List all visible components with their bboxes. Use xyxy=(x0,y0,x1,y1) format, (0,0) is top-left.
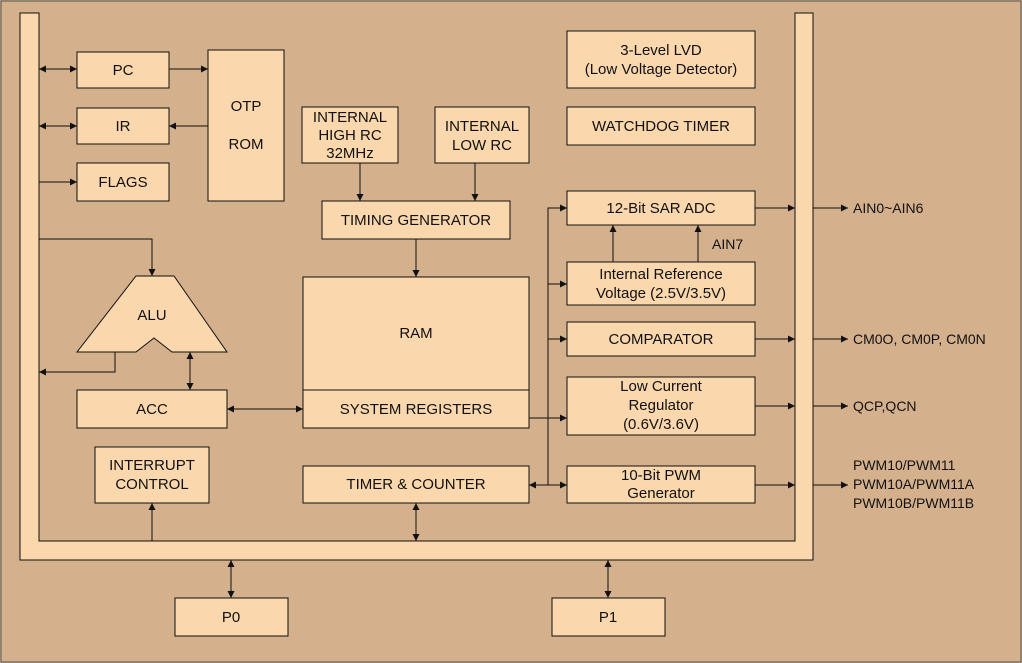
interrupt-line1: INTERRUPT xyxy=(109,457,195,474)
alu-bus-arrow xyxy=(39,352,116,376)
ain0-ain6-label: AIN0~AIN6 xyxy=(853,200,924,216)
internal-bus xyxy=(19,12,814,561)
interrupt-control-block xyxy=(94,446,210,504)
otp-label: OTP xyxy=(231,98,262,115)
watchdog-label: WATCHDOG TIMER xyxy=(592,118,730,135)
acc-label: ACC xyxy=(136,401,168,418)
ir-label: IR xyxy=(116,118,131,135)
timing-generator-block xyxy=(321,200,511,240)
regulator-block xyxy=(566,376,756,436)
otp-rom-block xyxy=(207,49,285,202)
internal-high-rc-block xyxy=(301,106,399,164)
ram-block xyxy=(302,276,530,391)
regulator-line1: Low Current xyxy=(620,378,703,395)
sysreg-adc-arrow xyxy=(529,204,567,419)
high-rc-line2: HIGH RC xyxy=(318,127,382,144)
bus-alu-arrow xyxy=(39,238,156,276)
p0-block xyxy=(174,597,289,637)
pc-block xyxy=(76,51,170,89)
adc-block xyxy=(566,190,756,226)
p0-label: P0 xyxy=(222,609,240,626)
lvd-line2: (Low Voltage Detector) xyxy=(585,61,738,78)
comparator-block xyxy=(566,321,756,357)
alu-label: ALU xyxy=(137,307,166,324)
pwm-pins-line2: PWM10A/PWM11A xyxy=(853,476,975,492)
acc-block xyxy=(76,389,228,429)
vref-line1: Internal Reference xyxy=(599,266,722,283)
lvd-line1: 3-Level LVD xyxy=(620,42,702,59)
timing-generator-label: TIMING GENERATOR xyxy=(341,212,491,229)
timer-counter-label: TIMER & COUNTER xyxy=(346,476,485,493)
pwm-pins-line1: PWM10/PWM11 xyxy=(853,457,956,473)
flags-label: FLAGS xyxy=(98,174,147,191)
cm-pins-label: CM0O, CM0P, CM0N xyxy=(853,331,986,347)
low-rc-line2: LOW RC xyxy=(452,137,512,154)
low-rc-line1: INTERNAL xyxy=(445,118,519,135)
system-registers-block xyxy=(302,389,530,429)
vref-block xyxy=(566,261,756,306)
ain7-label: AIN7 xyxy=(712,236,743,252)
watchdog-block xyxy=(566,106,756,146)
comparator-label: COMPARATOR xyxy=(608,331,713,348)
p1-label: P1 xyxy=(599,609,617,626)
regulator-line2: Regulator xyxy=(628,397,693,414)
regulator-line3: (0.6V/3.6V) xyxy=(623,416,699,433)
flags-block xyxy=(76,162,170,202)
alu-block xyxy=(75,275,228,353)
lvd-block xyxy=(566,30,756,89)
adc-label: 12-Bit SAR ADC xyxy=(606,200,715,217)
p1-block xyxy=(551,597,666,637)
rom-label: ROM xyxy=(229,136,264,153)
pwm-pins-line3: PWM10B/PWM11B xyxy=(853,495,974,511)
connector-lines xyxy=(39,65,848,598)
high-rc-line3: 32MHz xyxy=(326,145,374,162)
internal-low-rc-block xyxy=(434,106,530,164)
system-registers-label: SYSTEM REGISTERS xyxy=(340,401,493,418)
vref-line2: Voltage (2.5V/3.5V) xyxy=(596,285,726,302)
qcp-qcn-label: QCP,QCN xyxy=(853,398,917,414)
pc-label: PC xyxy=(113,62,134,79)
pwm-line2: Generator xyxy=(627,485,695,502)
interrupt-line2: CONTROL xyxy=(115,476,188,493)
high-rc-line1: INTERNAL xyxy=(313,109,387,126)
ram-label: RAM xyxy=(399,325,432,342)
pwm-line1: 10-Bit PWM xyxy=(621,467,701,484)
